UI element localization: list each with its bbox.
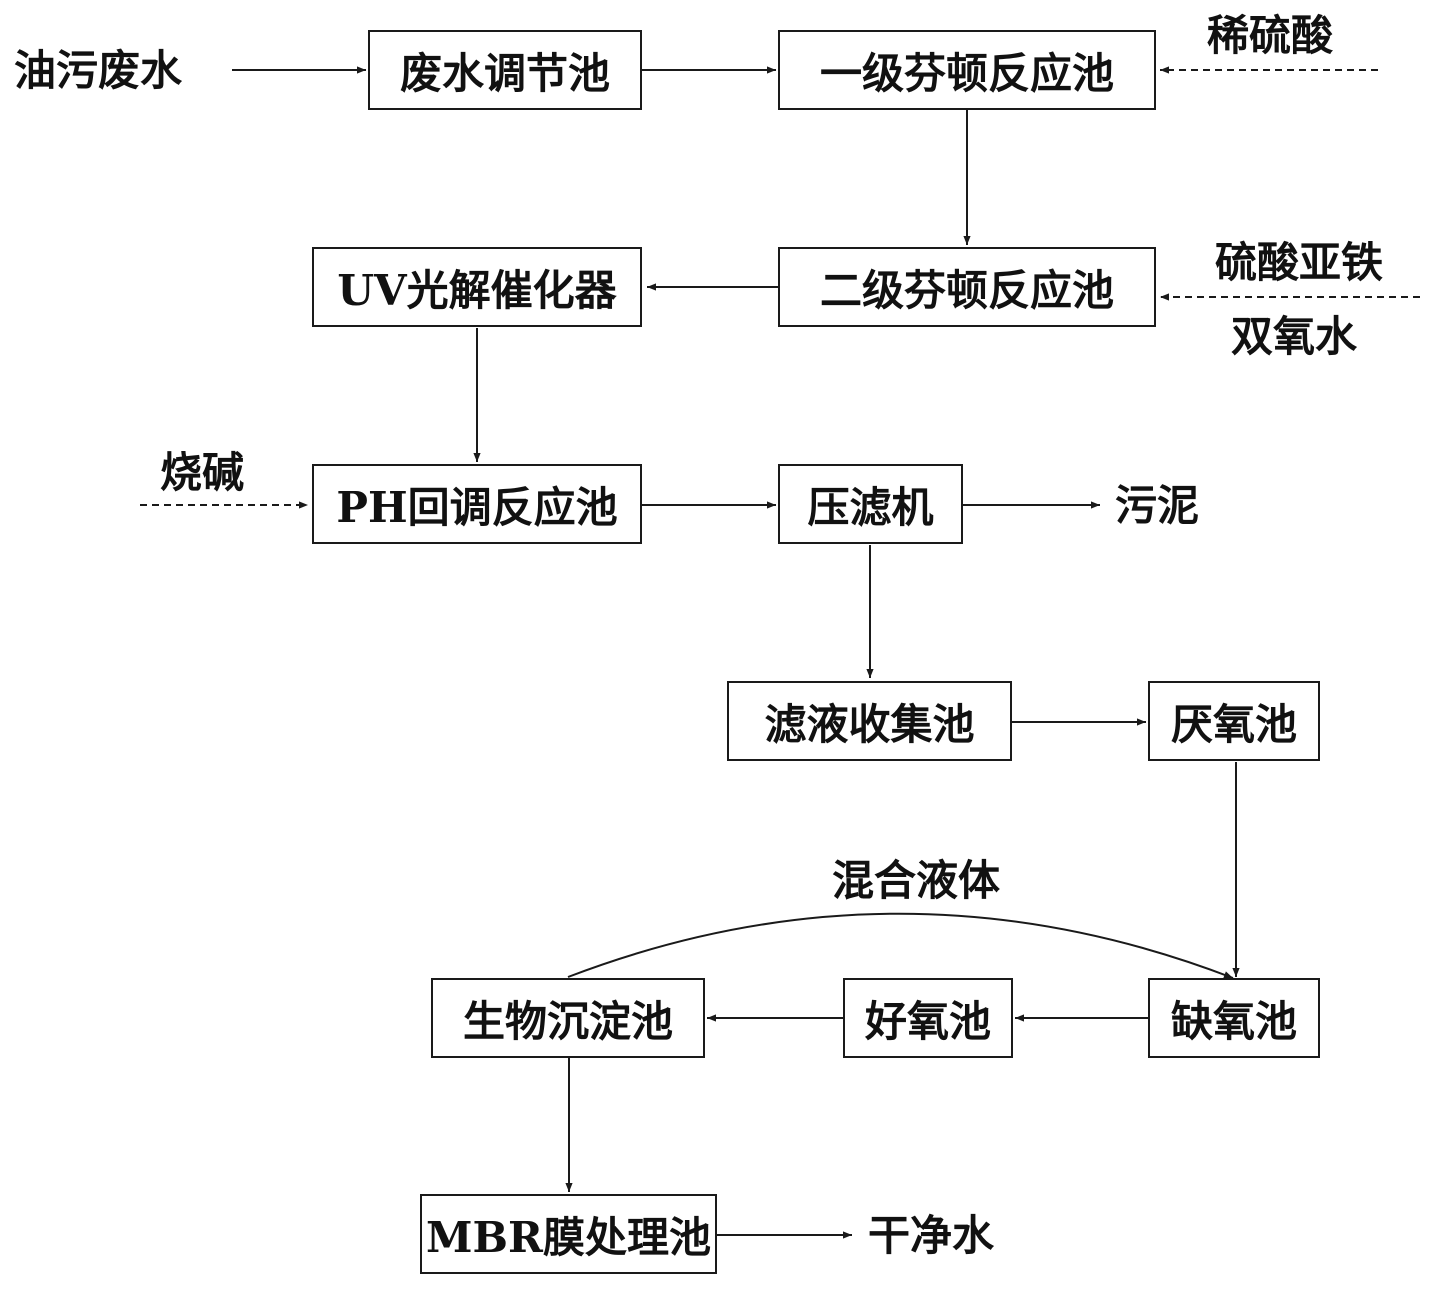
wastewater-adjustment-tank: 废水调节池 <box>368 30 642 110</box>
label-clean-water: 干净水 <box>868 1211 995 1260</box>
label-caustic-soda: 烧碱 <box>160 448 245 497</box>
secondary-fenton-reactor: 二级芬顿反应池 <box>778 247 1156 327</box>
biological-settling-tank: 生物沉淀池 <box>431 978 705 1058</box>
label-oily-wastewater: 油污废水 <box>14 46 183 95</box>
filter-press: 压滤机 <box>778 464 963 544</box>
label-dilute-sulfuric-acid: 稀硫酸 <box>1207 11 1334 60</box>
mbr-membrane-tank: MBR膜处理池 <box>420 1194 717 1274</box>
label-sludge: 污泥 <box>1115 481 1200 530</box>
label-mixed-liquid: 混合液体 <box>832 856 1001 905</box>
uv-photocatalytic-reactor: UV光解催化器 <box>312 247 642 327</box>
anoxic-tank: 缺氧池 <box>1148 978 1320 1058</box>
ph-adjustment-tank: PH回调反应池 <box>312 464 642 544</box>
label-ferrous-sulfate: 硫酸亚铁 <box>1215 238 1384 287</box>
label-hydrogen-peroxide: 双氧水 <box>1231 312 1358 361</box>
arrow-settling-recycle-to-anoxic <box>567 912 1234 979</box>
primary-fenton-reactor: 一级芬顿反应池 <box>778 30 1156 110</box>
aerobic-tank: 好氧池 <box>843 978 1013 1058</box>
anaerobic-tank: 厌氧池 <box>1148 681 1320 761</box>
filtrate-collection-tank: 滤液收集池 <box>727 681 1012 761</box>
